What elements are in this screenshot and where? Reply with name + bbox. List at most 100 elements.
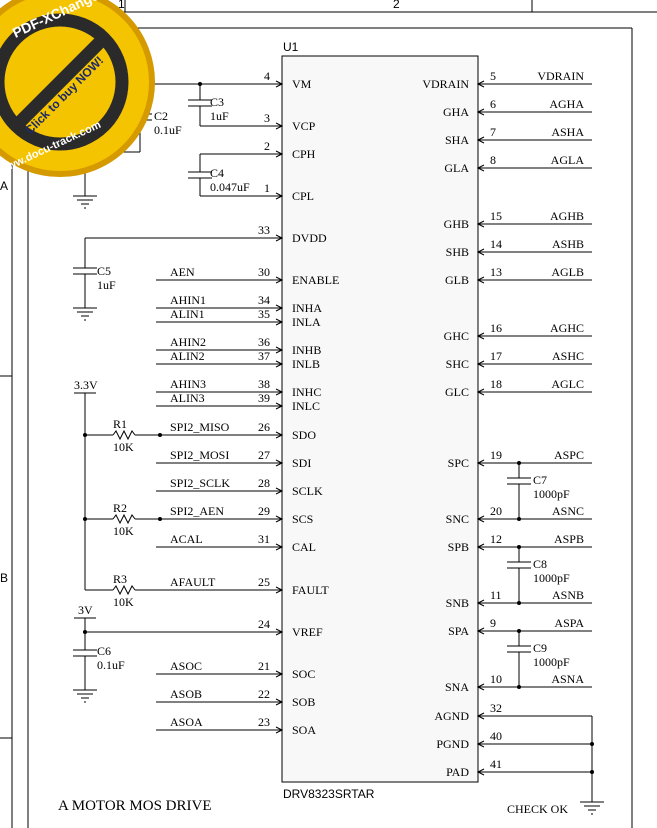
pin-number: 23 (258, 715, 270, 729)
pin-name: ENABLE (292, 273, 339, 287)
pin-number: 16 (490, 321, 502, 335)
c9-ref: C9 (533, 641, 547, 655)
net-label: AGHC (550, 321, 584, 335)
pin-name: SHA (445, 133, 469, 147)
frame-col-2: 2 (393, 0, 400, 11)
pin-number: 18 (490, 377, 502, 391)
net-label: AFAULT (170, 575, 216, 589)
net-label: ASHC (552, 349, 584, 363)
pin-name: GLC (445, 385, 469, 399)
pin-number: 39 (258, 391, 270, 405)
pin-number: 36 (258, 335, 270, 349)
pin-number: 12 (490, 532, 502, 546)
pin-name: VDRAIN (422, 77, 469, 91)
pin-name: SHB (446, 245, 469, 259)
pin-number: 35 (258, 307, 270, 321)
c9-value: 1000pF (533, 655, 570, 669)
pin-name: SDI (292, 456, 311, 470)
ic-ref: U1 (283, 40, 299, 54)
net-label: ASOC (170, 659, 202, 673)
ic-part-number: DRV8323SRTAR (283, 787, 375, 801)
pin-number: 28 (258, 476, 270, 490)
r2-value: 10K (113, 524, 134, 538)
pin-number: 1 (264, 181, 270, 195)
pin-number: 15 (490, 209, 502, 223)
pdf-xchange-watermark[interactable]: PDF-XChange Click to buy NOW! www.docu-t… (0, 0, 155, 177)
net-label: AGHB (550, 209, 584, 223)
net-label: AGHA (549, 97, 584, 111)
rail-3v: 3V (78, 603, 93, 617)
pin-number: 20 (490, 504, 502, 518)
pin-number: 13 (490, 265, 502, 279)
net-label: AGLB (551, 265, 584, 279)
c2-value: 0.1uF (154, 123, 182, 137)
pin-name: GLA (444, 161, 469, 175)
net-label: ALIN2 (170, 349, 205, 363)
check-note: CHECK OK (507, 802, 568, 816)
net-label: ASHA (551, 125, 584, 139)
net-label: ASNA (551, 672, 584, 686)
pin-name: INHA (292, 301, 322, 315)
net-label: VDRAIN (537, 69, 584, 83)
pin-number: 3 (264, 111, 270, 125)
pin-name: SOC (292, 667, 315, 681)
r1-ref: R1 (113, 417, 127, 431)
pin-number: 6 (490, 97, 496, 111)
pin-number: 27 (258, 448, 270, 462)
c8-ref: C8 (533, 557, 547, 571)
c5-value: 1uF (97, 278, 116, 292)
pin-number: 21 (258, 659, 270, 673)
pin-number: 9 (490, 616, 496, 630)
sheet-title: A MOTOR MOS DRIVE (58, 798, 212, 814)
ic-body (281, 55, 479, 783)
rail-3v3: 3.3V (74, 378, 98, 392)
pin-name: FAULT (292, 583, 329, 597)
pin-name: SDO (292, 428, 316, 442)
c5-ref: C5 (97, 264, 111, 278)
r2-ref: R2 (113, 501, 127, 515)
pin-number: 41 (490, 757, 502, 771)
net-label: SPI2_AEN (170, 504, 224, 518)
pin-number: 24 (258, 617, 270, 631)
net-label: AHIN1 (170, 293, 206, 307)
net-label: AHIN2 (170, 335, 206, 349)
pin-name: SNB (446, 596, 469, 610)
pin-name: CPH (292, 147, 316, 161)
pin-name: PAD (446, 765, 469, 779)
net-label: ASNB (552, 588, 584, 602)
pin-number: 25 (258, 575, 270, 589)
pin-name: INLB (292, 357, 320, 371)
r1-value: 10K (113, 440, 134, 454)
pin-number: 7 (490, 125, 496, 139)
net-label: ASNC (552, 504, 584, 518)
ground-tie (580, 716, 604, 815)
pin-number: 37 (258, 349, 270, 363)
pin-name: VCP (292, 119, 316, 133)
sense-caps: C7 1000pF C8 1000pF C9 1000pF (507, 461, 570, 689)
net-label: SPI2_SCLK (170, 476, 230, 490)
r3-ref: R3 (113, 572, 127, 586)
c4-value: 0.047uF (210, 180, 250, 194)
